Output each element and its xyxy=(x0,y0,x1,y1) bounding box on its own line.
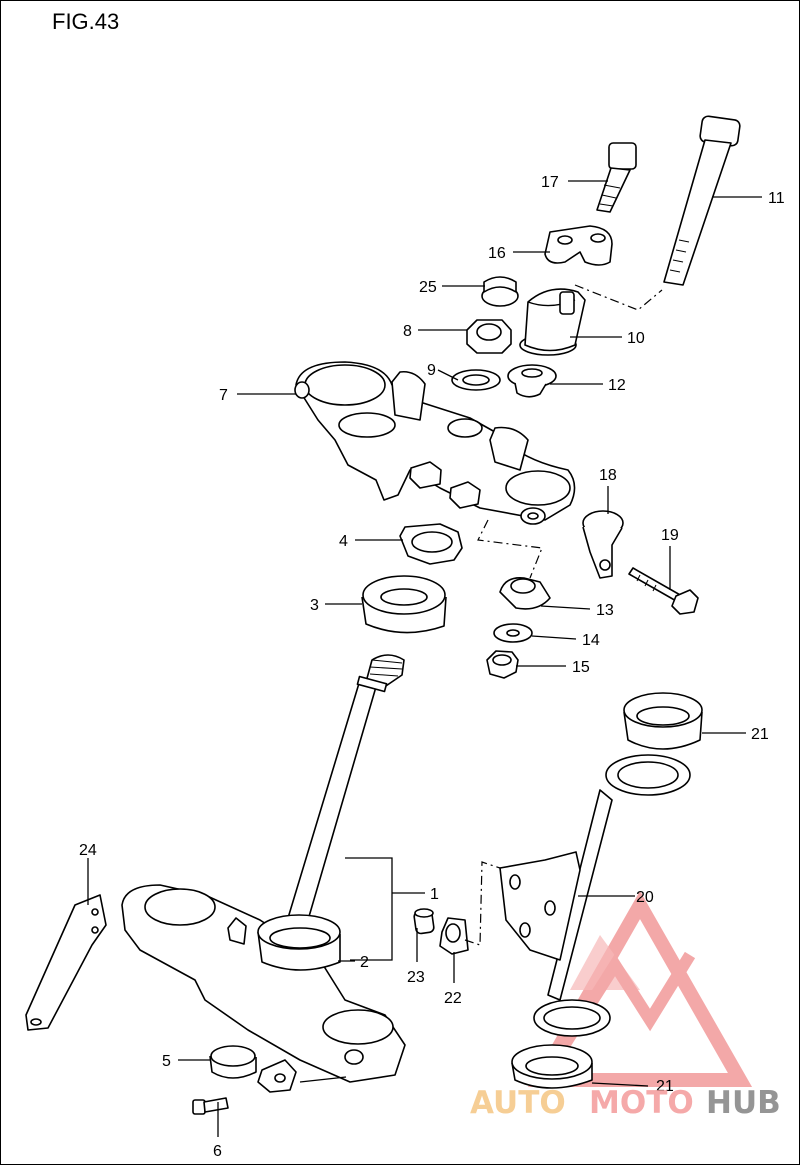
part-10-handlebar-holder xyxy=(519,288,586,356)
part-23-collar xyxy=(413,908,435,935)
part-2-seal xyxy=(257,914,341,971)
callout-13: 13 xyxy=(596,602,614,619)
part-11-long-bolt xyxy=(663,115,741,286)
watermark-text: AUTO MOTO HUB xyxy=(470,1085,781,1121)
callout-9: 9 xyxy=(427,362,436,379)
part-21-upper-seal xyxy=(623,692,703,750)
part-16-holder-cap xyxy=(544,225,613,266)
callout-20: 20 xyxy=(636,889,654,906)
callout-8: 8 xyxy=(403,323,412,340)
part-17-short-bolt xyxy=(596,142,637,213)
part-13-cushion xyxy=(499,576,551,610)
part-14-washer xyxy=(493,623,533,643)
callout-labels: 24 17 11 16 25 8 10 9 12 7 18 19 4 3 13 … xyxy=(79,174,785,1160)
callout-25: 25 xyxy=(419,279,437,296)
callout-24: 24 xyxy=(79,842,97,859)
callout-15: 15 xyxy=(572,659,590,676)
assembly-lines xyxy=(464,284,663,946)
watermark-moto: MOTO xyxy=(589,1085,694,1121)
callout-19: 19 xyxy=(661,527,679,544)
part-22-damper xyxy=(439,917,469,955)
watermark-hub: HUB xyxy=(706,1085,781,1121)
callout-4: 4 xyxy=(339,533,348,550)
part-3-bearing xyxy=(361,575,447,634)
part-24-bracket-arm xyxy=(25,894,107,1031)
figure-title: FIG.43 xyxy=(52,9,119,34)
callout-6: 6 xyxy=(213,1143,222,1160)
callout-1: 1 xyxy=(430,886,439,903)
part-18-clamp xyxy=(582,510,624,579)
callout-10: 10 xyxy=(627,330,645,347)
part-9-washer xyxy=(451,369,501,391)
part-5-grommet xyxy=(209,1045,257,1079)
watermark-auto: AUTO xyxy=(470,1085,566,1121)
part-25-cap xyxy=(481,276,519,307)
callout-21-lower: 21 xyxy=(656,1078,674,1095)
part-21-lower-seal xyxy=(511,1044,593,1089)
callout-18: 18 xyxy=(599,467,617,484)
part-6-screw xyxy=(192,1059,297,1115)
part-8-nut xyxy=(466,319,512,354)
part-15-nut xyxy=(486,650,519,679)
callout-14: 14 xyxy=(582,632,600,649)
part-7-upper-bracket xyxy=(294,361,576,525)
callout-7: 7 xyxy=(219,387,228,404)
part-12-cushion xyxy=(507,364,557,398)
callout-3: 3 xyxy=(310,597,319,614)
callout-17: 17 xyxy=(541,174,559,191)
part-20-bracket xyxy=(499,754,691,1037)
part-4-stem-nut xyxy=(399,523,463,565)
part-1-steering-stem xyxy=(121,654,406,1083)
callout-11: 11 xyxy=(768,190,785,207)
callout-12: 12 xyxy=(608,377,626,394)
callout-22: 22 xyxy=(444,990,462,1007)
callout-16: 16 xyxy=(488,245,506,262)
callout-23: 23 xyxy=(407,969,425,986)
part-19-bolt xyxy=(628,567,699,615)
leader-lines xyxy=(87,180,762,1137)
callout-5: 5 xyxy=(162,1053,171,1070)
callout-2: 2 xyxy=(360,954,369,971)
callout-21-upper: 21 xyxy=(751,726,769,743)
